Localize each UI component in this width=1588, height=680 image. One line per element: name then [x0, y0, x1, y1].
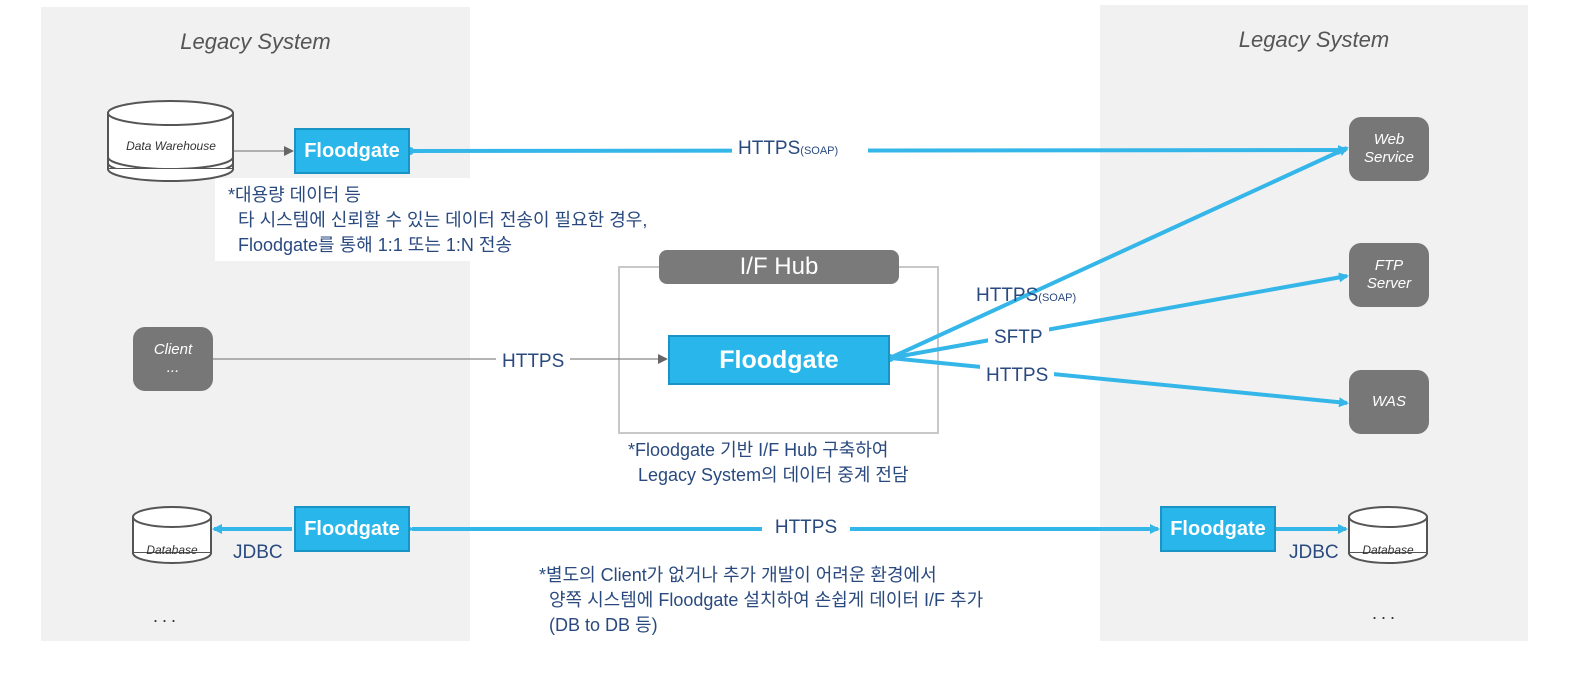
- hub-to-web-service-line: [889, 146, 1349, 360]
- jdbc-left-label: JDBC: [233, 542, 283, 563]
- web-service-node: Web Service: [1349, 117, 1429, 181]
- top-https-sub: (SOAP): [800, 145, 839, 157]
- note-db-to-db: *별도의 Client가 없거나 추가 개발이 어려운 환경에서 양쪽 시스템에…: [539, 565, 984, 635]
- ftp-server-node: FTP Server: [1349, 243, 1429, 307]
- client-node: Client ...: [133, 327, 213, 391]
- top-https-text: HTTPS: [738, 138, 801, 159]
- floodgate-bottom-right-node: Floodgate: [1160, 506, 1276, 552]
- right-panel-title: Legacy System: [1238, 27, 1390, 52]
- database-left-label: Database: [146, 543, 198, 557]
- hub-to-ftp-line: [889, 272, 1349, 360]
- web-service-label-line2: Service: [1363, 149, 1415, 166]
- right-more-ellipsis: ...: [1372, 603, 1400, 623]
- hub-https-soap-text: HTTPS: [976, 285, 1039, 306]
- was-label: WAS: [1372, 393, 1406, 410]
- note-bulk-transfer: *대용량 데이터 등 타 시스템에 신뢰할 수 있는 데이터 전송이 필요한 경…: [228, 185, 648, 255]
- hub-sftp-label: SFTP: [988, 327, 1049, 349]
- top-https-line: [409, 145, 1348, 156]
- note1-background: [215, 178, 470, 261]
- floodgate-bottom-left-node: Floodgate: [294, 506, 410, 552]
- floodgate-hub-node: Floodgate: [668, 335, 890, 385]
- left-more-ellipsis: ...: [153, 606, 181, 626]
- left-panel-title: Legacy System: [180, 29, 331, 54]
- top-https-label: HTTPS(SOAP): [732, 138, 868, 160]
- client-label-line2: ...: [166, 359, 180, 376]
- client-label-line1: Client: [153, 341, 193, 358]
- if-hub-title: I/F Hub: [659, 250, 899, 284]
- jdbc-right-label: JDBC: [1289, 542, 1339, 563]
- hub-https-label: HTTPS: [980, 365, 1055, 387]
- web-service-label-line1: Web: [1373, 131, 1405, 148]
- hub-https-soap-sub: (SOAP): [1038, 292, 1077, 304]
- database-left-cylinder-icon: [132, 506, 212, 564]
- database-right-label: Database: [1362, 543, 1414, 557]
- data-warehouse-cylinder-icon: [107, 100, 234, 182]
- ftp-server-label-line1: FTP: [1374, 257, 1404, 274]
- database-right-cylinder-icon: [1348, 506, 1428, 564]
- floodgate-top-node: Floodgate: [294, 128, 410, 174]
- note-if-hub: *Floodgate 기반 I/F Hub 구축하여 Legacy System…: [628, 440, 909, 485]
- data-warehouse-label: Data Warehouse: [126, 139, 216, 153]
- hub-to-was-line: [889, 356, 1349, 408]
- bottom-https-label: HTTPS: [762, 517, 850, 539]
- was-node: WAS: [1349, 370, 1429, 434]
- ftp-server-label-line2: Server: [1366, 275, 1412, 292]
- hub-https-soap-label: HTTPS(SOAP): [976, 285, 1076, 307]
- client-https-label: HTTPS: [496, 351, 571, 373]
